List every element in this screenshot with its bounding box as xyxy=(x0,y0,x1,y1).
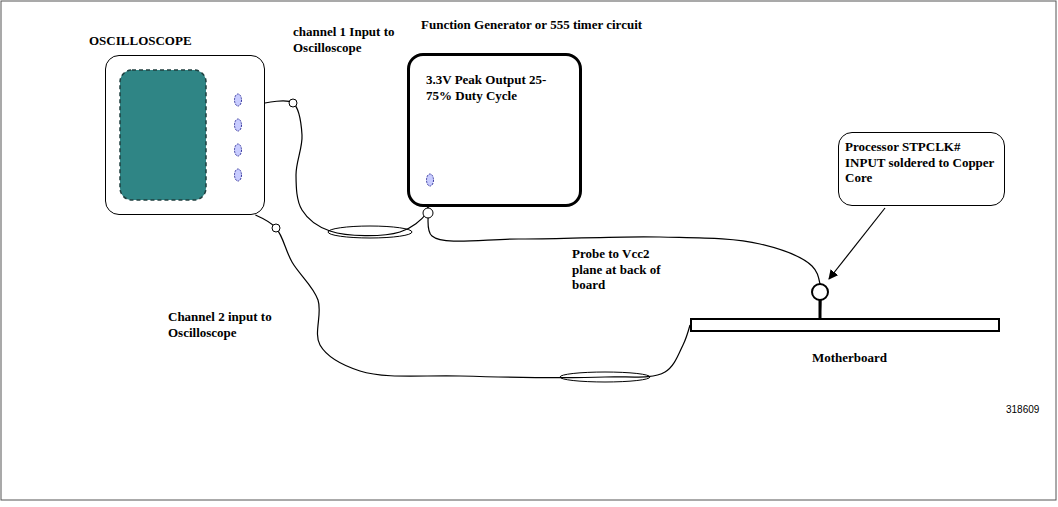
annotation: Probe to Vcc2 plane at back of board xyxy=(572,246,680,293)
node-text: Processor STPCLK# INPUT soldered to Copp… xyxy=(845,139,995,186)
cable-wire xyxy=(428,207,821,318)
generator-box: Function Generator or 555 timer circuit3… xyxy=(407,53,582,207)
motherboard-bar: Motherboard xyxy=(690,318,1000,332)
output-jack xyxy=(423,208,433,218)
scope-knobs xyxy=(235,94,242,181)
node-heading: Motherboard xyxy=(812,350,887,366)
scope-screen xyxy=(120,70,206,200)
channel-jack xyxy=(272,224,280,232)
callout-arrow xyxy=(829,208,885,279)
generator-knob xyxy=(427,174,434,186)
probe-stem xyxy=(819,300,822,318)
cable-wire xyxy=(265,101,428,236)
probe-loop xyxy=(812,284,828,300)
callout-box: Processor STPCLK# INPUT soldered to Copp… xyxy=(838,132,1005,206)
annotation: channel 1 Input to Oscilloscope xyxy=(293,24,401,55)
oscilloscope-box: OSCILLOSCOPE xyxy=(105,55,265,215)
node-heading: OSCILLOSCOPE xyxy=(89,33,192,49)
node-heading: Function Generator or 555 timer circuit xyxy=(421,17,642,33)
figure-number: 318609 xyxy=(1006,404,1056,416)
annotation: Channel 2 input to Oscilloscope xyxy=(168,309,298,340)
channel-jack xyxy=(289,99,297,107)
cable-wire xyxy=(255,215,690,378)
node-text: 3.3V Peak Output 25-75% Duty Cycle xyxy=(426,72,556,103)
